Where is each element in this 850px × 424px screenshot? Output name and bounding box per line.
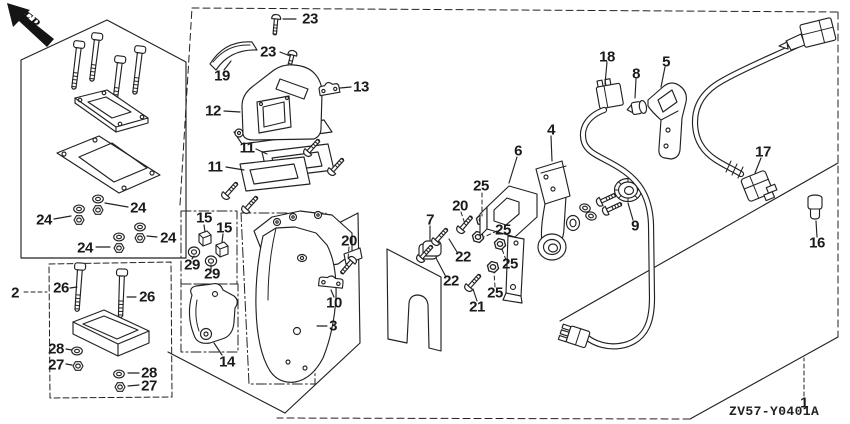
part-callout-12: 12: [205, 102, 221, 120]
part-callout-3: 3: [329, 317, 337, 335]
part-callout-23: 23: [302, 10, 318, 28]
lever-grip-5: [647, 82, 687, 160]
housing-12: [233, 64, 333, 145]
part-callout-11: 11: [207, 158, 223, 176]
part-callout-25: 25: [502, 255, 518, 273]
part-callout-22: 22: [443, 272, 459, 290]
part-callout-24: 24: [130, 199, 146, 217]
part-callout-18: 18: [599, 48, 615, 66]
part-callout-22: 22: [455, 248, 471, 266]
part-callout-29: 29: [204, 265, 220, 283]
cover-strip-19: [209, 41, 258, 71]
part-callout-19: 19: [214, 67, 230, 85]
part-callout-24: 24: [77, 239, 93, 257]
callout-leaders: [23, 18, 818, 397]
part-callout-10: 10: [326, 294, 342, 312]
part-callout-24: 24: [36, 211, 52, 229]
left-panel-outline: [20, 19, 187, 259]
part-callout-27: 27: [48, 356, 64, 374]
gasket-plate-upper: [74, 89, 149, 133]
harness-top-connector: [778, 17, 837, 51]
main-assembly-boundary: [167, 7, 839, 420]
lever-fasteners: [565, 190, 625, 232]
switch-cable-end-connector: [557, 323, 591, 349]
part-callout-1: 1: [800, 394, 808, 412]
diagram-code: ZV57-Y0401A: [729, 404, 820, 419]
part-callout-9: 9: [631, 217, 639, 235]
switch-cable: [578, 106, 656, 350]
part-callout-29: 29: [184, 256, 200, 274]
bracket-14: [188, 283, 238, 344]
part-callout-25: 25: [495, 221, 511, 239]
shift-lever-4: [535, 160, 571, 261]
part-callout-25: 25: [473, 177, 489, 195]
part-callout-25: 25: [487, 284, 503, 302]
part-callout-11: 11: [239, 139, 255, 157]
part-callout-28: 28: [48, 340, 64, 358]
part-callout-13: 13: [353, 78, 369, 96]
part-callout-26: 26: [139, 288, 155, 306]
part-callout-2: 2: [11, 284, 19, 302]
part-callout-23: 23: [260, 43, 276, 61]
part-callout-27: 27: [141, 377, 157, 395]
part-callout-7: 7: [426, 211, 434, 229]
gasket-plate-lower: [56, 135, 161, 194]
part-callout-28: 28: [141, 364, 157, 382]
part-callout-8: 8: [632, 65, 640, 83]
part-callout-17: 17: [755, 143, 771, 161]
cap-16: [807, 194, 823, 220]
part-callout-6: 6: [514, 142, 522, 160]
part-callout-20: 20: [452, 197, 468, 215]
part-callout-21: 21: [469, 298, 485, 316]
rail-bracket-11-lower: [239, 156, 311, 192]
spacer-block-group: [70, 262, 150, 392]
fr-direction-arrow: [7, 3, 54, 47]
clamp-13: [318, 81, 341, 97]
part-callout-15: 15: [196, 209, 212, 227]
template-sheet: [386, 248, 442, 352]
part-callout-16: 16: [809, 234, 825, 252]
part-callout-26: 26: [53, 279, 69, 297]
part-callout-15: 15: [216, 219, 232, 237]
switch-connector-18: [595, 78, 624, 110]
mounting-box-2-boundary: [48, 261, 173, 399]
switch-bracket-6: [479, 185, 538, 304]
part-callout-24: 24: [160, 229, 176, 247]
part-callout-20: 20: [341, 232, 357, 250]
harness-plug-17: [740, 170, 778, 202]
main-harness-cable: [691, 36, 812, 179]
cap-8: [626, 99, 648, 116]
part-callout-5: 5: [662, 53, 670, 71]
part-callout-14: 14: [219, 353, 235, 371]
part-callout-4: 4: [547, 121, 555, 139]
